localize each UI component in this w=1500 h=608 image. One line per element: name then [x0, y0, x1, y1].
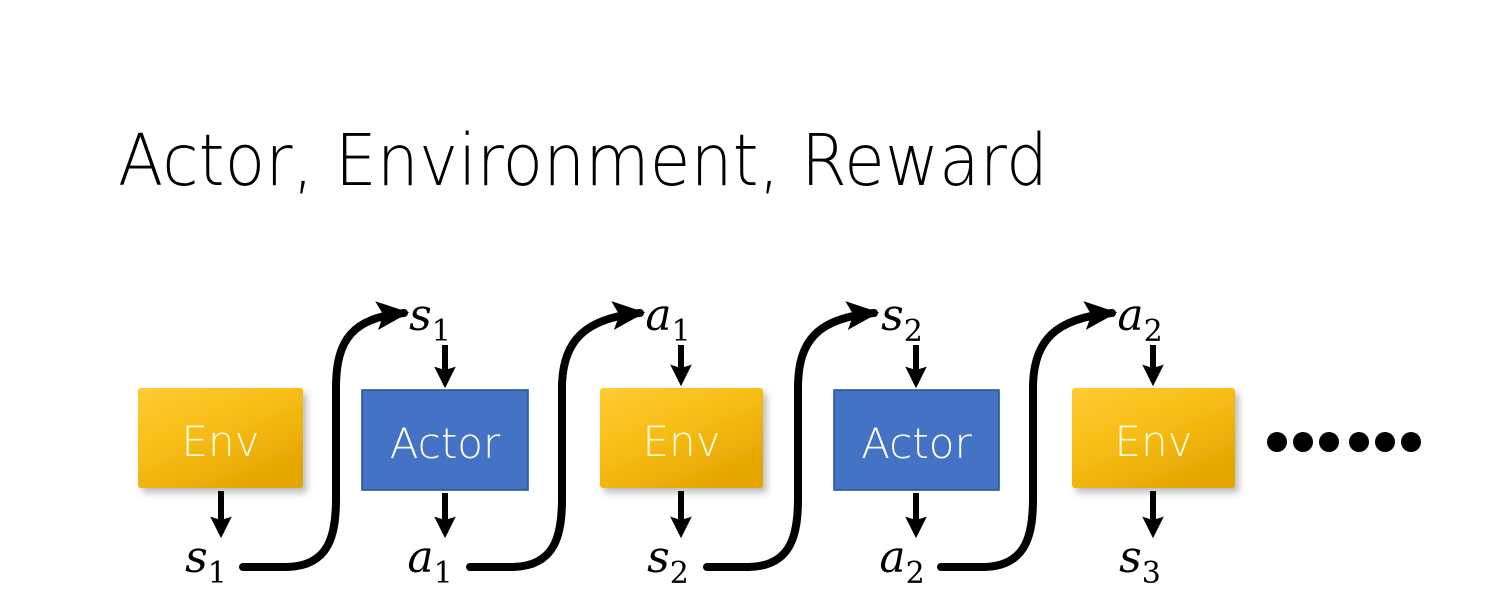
- label-base: s: [409, 290, 432, 341]
- label-base: a: [645, 290, 671, 341]
- label-base: a: [1117, 290, 1143, 341]
- ellipsis-dot: [1293, 432, 1313, 452]
- env-box-shape: [138, 388, 303, 488]
- svg-text:s2: s2: [881, 290, 923, 349]
- actor-box-shape: [361, 389, 529, 491]
- env-box-label: Env: [642, 417, 720, 466]
- output-arrow-group: [210, 491, 1164, 539]
- label-base: s: [1119, 532, 1142, 583]
- actor-box-label: Actor: [861, 419, 972, 468]
- label-bottom-s3: s3: [1119, 532, 1161, 591]
- ellipsis-dot: [1349, 432, 1369, 452]
- label-subscript: 1: [432, 314, 451, 349]
- label-subscript: 2: [904, 314, 923, 349]
- label-bottom-a2: a2: [879, 532, 924, 591]
- node-env-2[interactable]: Env: [600, 388, 763, 488]
- feedback-curve-4: [937, 301, 1118, 571]
- page-title: Actor, Environment, Reward: [118, 119, 1049, 202]
- svg-text:s1: s1: [409, 290, 451, 349]
- env-box-label: Env: [1114, 417, 1192, 466]
- node-env-3[interactable]: Env: [1072, 388, 1235, 488]
- ellipsis-dot: [1267, 432, 1287, 452]
- label-bottom-a1: a1: [407, 532, 452, 591]
- label-base: s: [881, 290, 904, 341]
- label-bottom-s1: s1: [185, 532, 227, 591]
- actor-box-shape: [833, 389, 1000, 491]
- feedback-curve-group: [239, 301, 1118, 571]
- label-subscript: 1: [434, 556, 453, 591]
- feedback-curve-3: [703, 301, 880, 571]
- label-top-a2: a2: [1117, 290, 1162, 349]
- label-subscript: 2: [906, 556, 925, 591]
- ellipsis-dot: [1401, 432, 1421, 452]
- label-subscript: 2: [670, 556, 689, 591]
- ellipsis-dot: [1319, 432, 1339, 452]
- label-base: s: [647, 532, 670, 583]
- svg-text:a2: a2: [1117, 290, 1162, 349]
- env-box-shape: [1072, 388, 1235, 488]
- continuation-ellipsis: [1267, 432, 1421, 452]
- bottom-label-group: s1 a1 s2 a2 s3: [185, 532, 1161, 591]
- node-env-1[interactable]: Env: [138, 388, 303, 488]
- node-actor-2[interactable]: Actor: [833, 389, 1000, 491]
- svg-text:s3: s3: [1119, 532, 1161, 591]
- label-base: s: [185, 532, 208, 583]
- ellipsis-dot: [1375, 432, 1395, 452]
- svg-text:a1: a1: [645, 290, 690, 349]
- svg-text:a2: a2: [879, 532, 924, 591]
- node-group: Env Actor Env Actor Env: [138, 388, 1235, 491]
- env-box-label: Env: [181, 417, 259, 466]
- feedback-curve-1: [239, 301, 410, 571]
- label-base: a: [879, 532, 905, 583]
- label-top-s1: s1: [409, 290, 451, 349]
- label-subscript: 2: [1144, 314, 1163, 349]
- label-subscript: 1: [672, 314, 691, 349]
- svg-text:a1: a1: [407, 532, 452, 591]
- svg-text:s1: s1: [185, 532, 227, 591]
- actor-box-label: Actor: [390, 419, 501, 468]
- label-subscript: 1: [208, 556, 227, 591]
- label-base: a: [407, 532, 433, 583]
- label-top-s2: s2: [881, 290, 923, 349]
- label-subscript: 3: [1142, 556, 1161, 591]
- feedback-curve-2: [466, 301, 646, 571]
- top-label-group: s1 a1 s2 a2: [409, 290, 1163, 349]
- label-bottom-s2: s2: [647, 532, 689, 591]
- env-box-shape: [600, 388, 763, 488]
- node-actor-1[interactable]: Actor: [361, 389, 529, 491]
- input-arrow-group: [434, 345, 1164, 389]
- svg-text:s2: s2: [647, 532, 689, 591]
- label-top-a1: a1: [645, 290, 690, 349]
